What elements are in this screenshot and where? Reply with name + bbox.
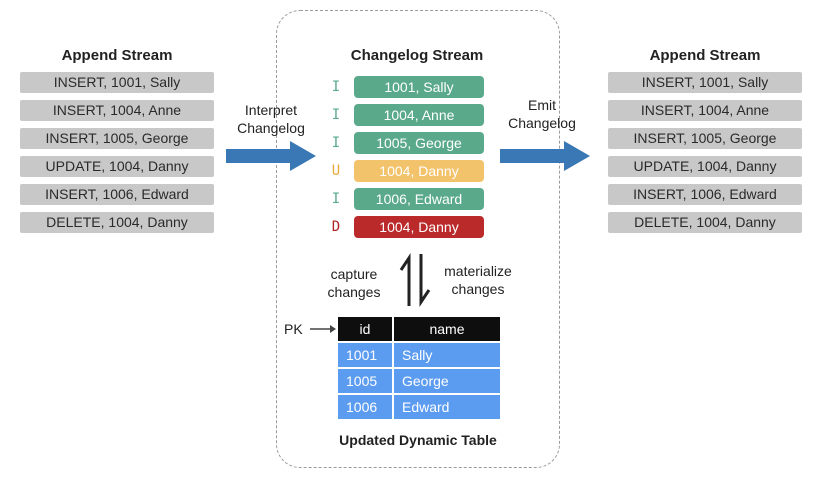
left-stream-row: INSERT, 1004, Anne (20, 100, 214, 121)
changelog-entry: 1004, Anne (354, 104, 484, 126)
table-header-id: id (338, 317, 394, 343)
changelog-stream: I 1001, Sally I 1004, Anne I 1005, Georg… (328, 76, 498, 246)
bidirectional-arrow-icon (399, 253, 431, 307)
changelog-entry: 1006, Edward (354, 188, 484, 210)
right-stream-row: INSERT, 1001, Sally (608, 72, 802, 93)
interpret-label-line: Changelog (237, 120, 305, 136)
dynamic-table: id name 1001 Sally 1005 George 1006 Edwa… (338, 317, 500, 421)
left-stream-row: INSERT, 1005, George (20, 128, 214, 149)
table-row: 1005 George (338, 368, 500, 395)
changelog-entry: 1004, Danny (354, 216, 484, 238)
table-header-name: name (393, 317, 500, 343)
right-stream-row: UPDATE, 1004, Danny (608, 156, 802, 177)
left-stream-row: DELETE, 1004, Danny (20, 212, 214, 233)
left-stream-title: Append Stream (61, 47, 173, 64)
changelog-row: I 1006, Edward (328, 188, 498, 210)
changelog-op: I (331, 191, 341, 207)
table-cell-id: 1006 (338, 394, 394, 421)
changelog-entry: 1004, Danny (354, 160, 484, 182)
right-stream-row: DELETE, 1004, Danny (608, 212, 802, 233)
changelog-row: I 1004, Anne (328, 104, 498, 126)
right-append-stream: Append Stream INSERT, 1001, Sally INSERT… (608, 47, 802, 240)
materialize-label-line: changes (451, 281, 505, 297)
table-cell-name: Edward (393, 394, 500, 421)
changelog-op: D (331, 219, 341, 235)
pk-arrow-icon (310, 325, 336, 333)
right-stream-row: INSERT, 1006, Edward (608, 184, 802, 205)
changelog-op: I (331, 135, 341, 151)
capture-changes-label: capture changes (318, 265, 390, 301)
table-cell-name: George (393, 368, 500, 395)
changelog-row: D 1004, Danny (328, 216, 498, 238)
table-cell-name: Sally (393, 342, 500, 369)
right-stream-row: INSERT, 1005, George (608, 128, 802, 149)
table-row: 1001 Sally (338, 342, 500, 369)
changelog-row: I 1001, Sally (328, 76, 498, 98)
left-stream-row: INSERT, 1001, Sally (20, 72, 214, 93)
changelog-op: I (331, 107, 341, 123)
left-stream-row: INSERT, 1006, Edward (20, 184, 214, 205)
left-append-stream: Append Stream INSERT, 1001, Sally INSERT… (20, 47, 214, 240)
emit-label-line: Changelog (508, 115, 576, 131)
emit-arrow-icon (500, 141, 590, 171)
left-stream-row: UPDATE, 1004, Danny (20, 156, 214, 177)
changelog-stream-title: Changelog Stream (350, 47, 484, 64)
emit-label-line: Emit (528, 97, 556, 113)
changelog-op: I (331, 79, 341, 95)
changelog-row: I 1005, George (328, 132, 498, 154)
changelog-row: U 1004, Danny (328, 160, 498, 182)
changelog-entry: 1001, Sally (354, 76, 484, 98)
table-cell-id: 1005 (338, 368, 394, 395)
changelog-entry: 1005, George (354, 132, 484, 154)
table-row: 1006 Edward (338, 394, 500, 421)
table-caption: Updated Dynamic Table (339, 432, 497, 448)
emit-changelog-label: Emit Changelog (498, 96, 586, 132)
right-stream-title: Append Stream (649, 47, 761, 64)
pk-text: PK (284, 321, 303, 337)
changelog-op: U (331, 163, 341, 179)
capture-label-line: capture (330, 266, 378, 282)
right-stream-row: INSERT, 1004, Anne (608, 100, 802, 121)
table-header-row: id name (338, 317, 500, 343)
changelog-panel (276, 10, 560, 468)
materialize-label-line: materialize (444, 263, 512, 279)
pk-label: PK (284, 320, 303, 338)
interpret-changelog-label: Interpret Changelog (228, 101, 314, 137)
interpret-arrow-icon (226, 141, 316, 171)
table-cell-id: 1001 (338, 342, 394, 369)
interpret-label-line: Interpret (244, 102, 298, 118)
capture-label-line: changes (327, 284, 381, 300)
materialize-changes-label: materialize changes (436, 262, 520, 298)
